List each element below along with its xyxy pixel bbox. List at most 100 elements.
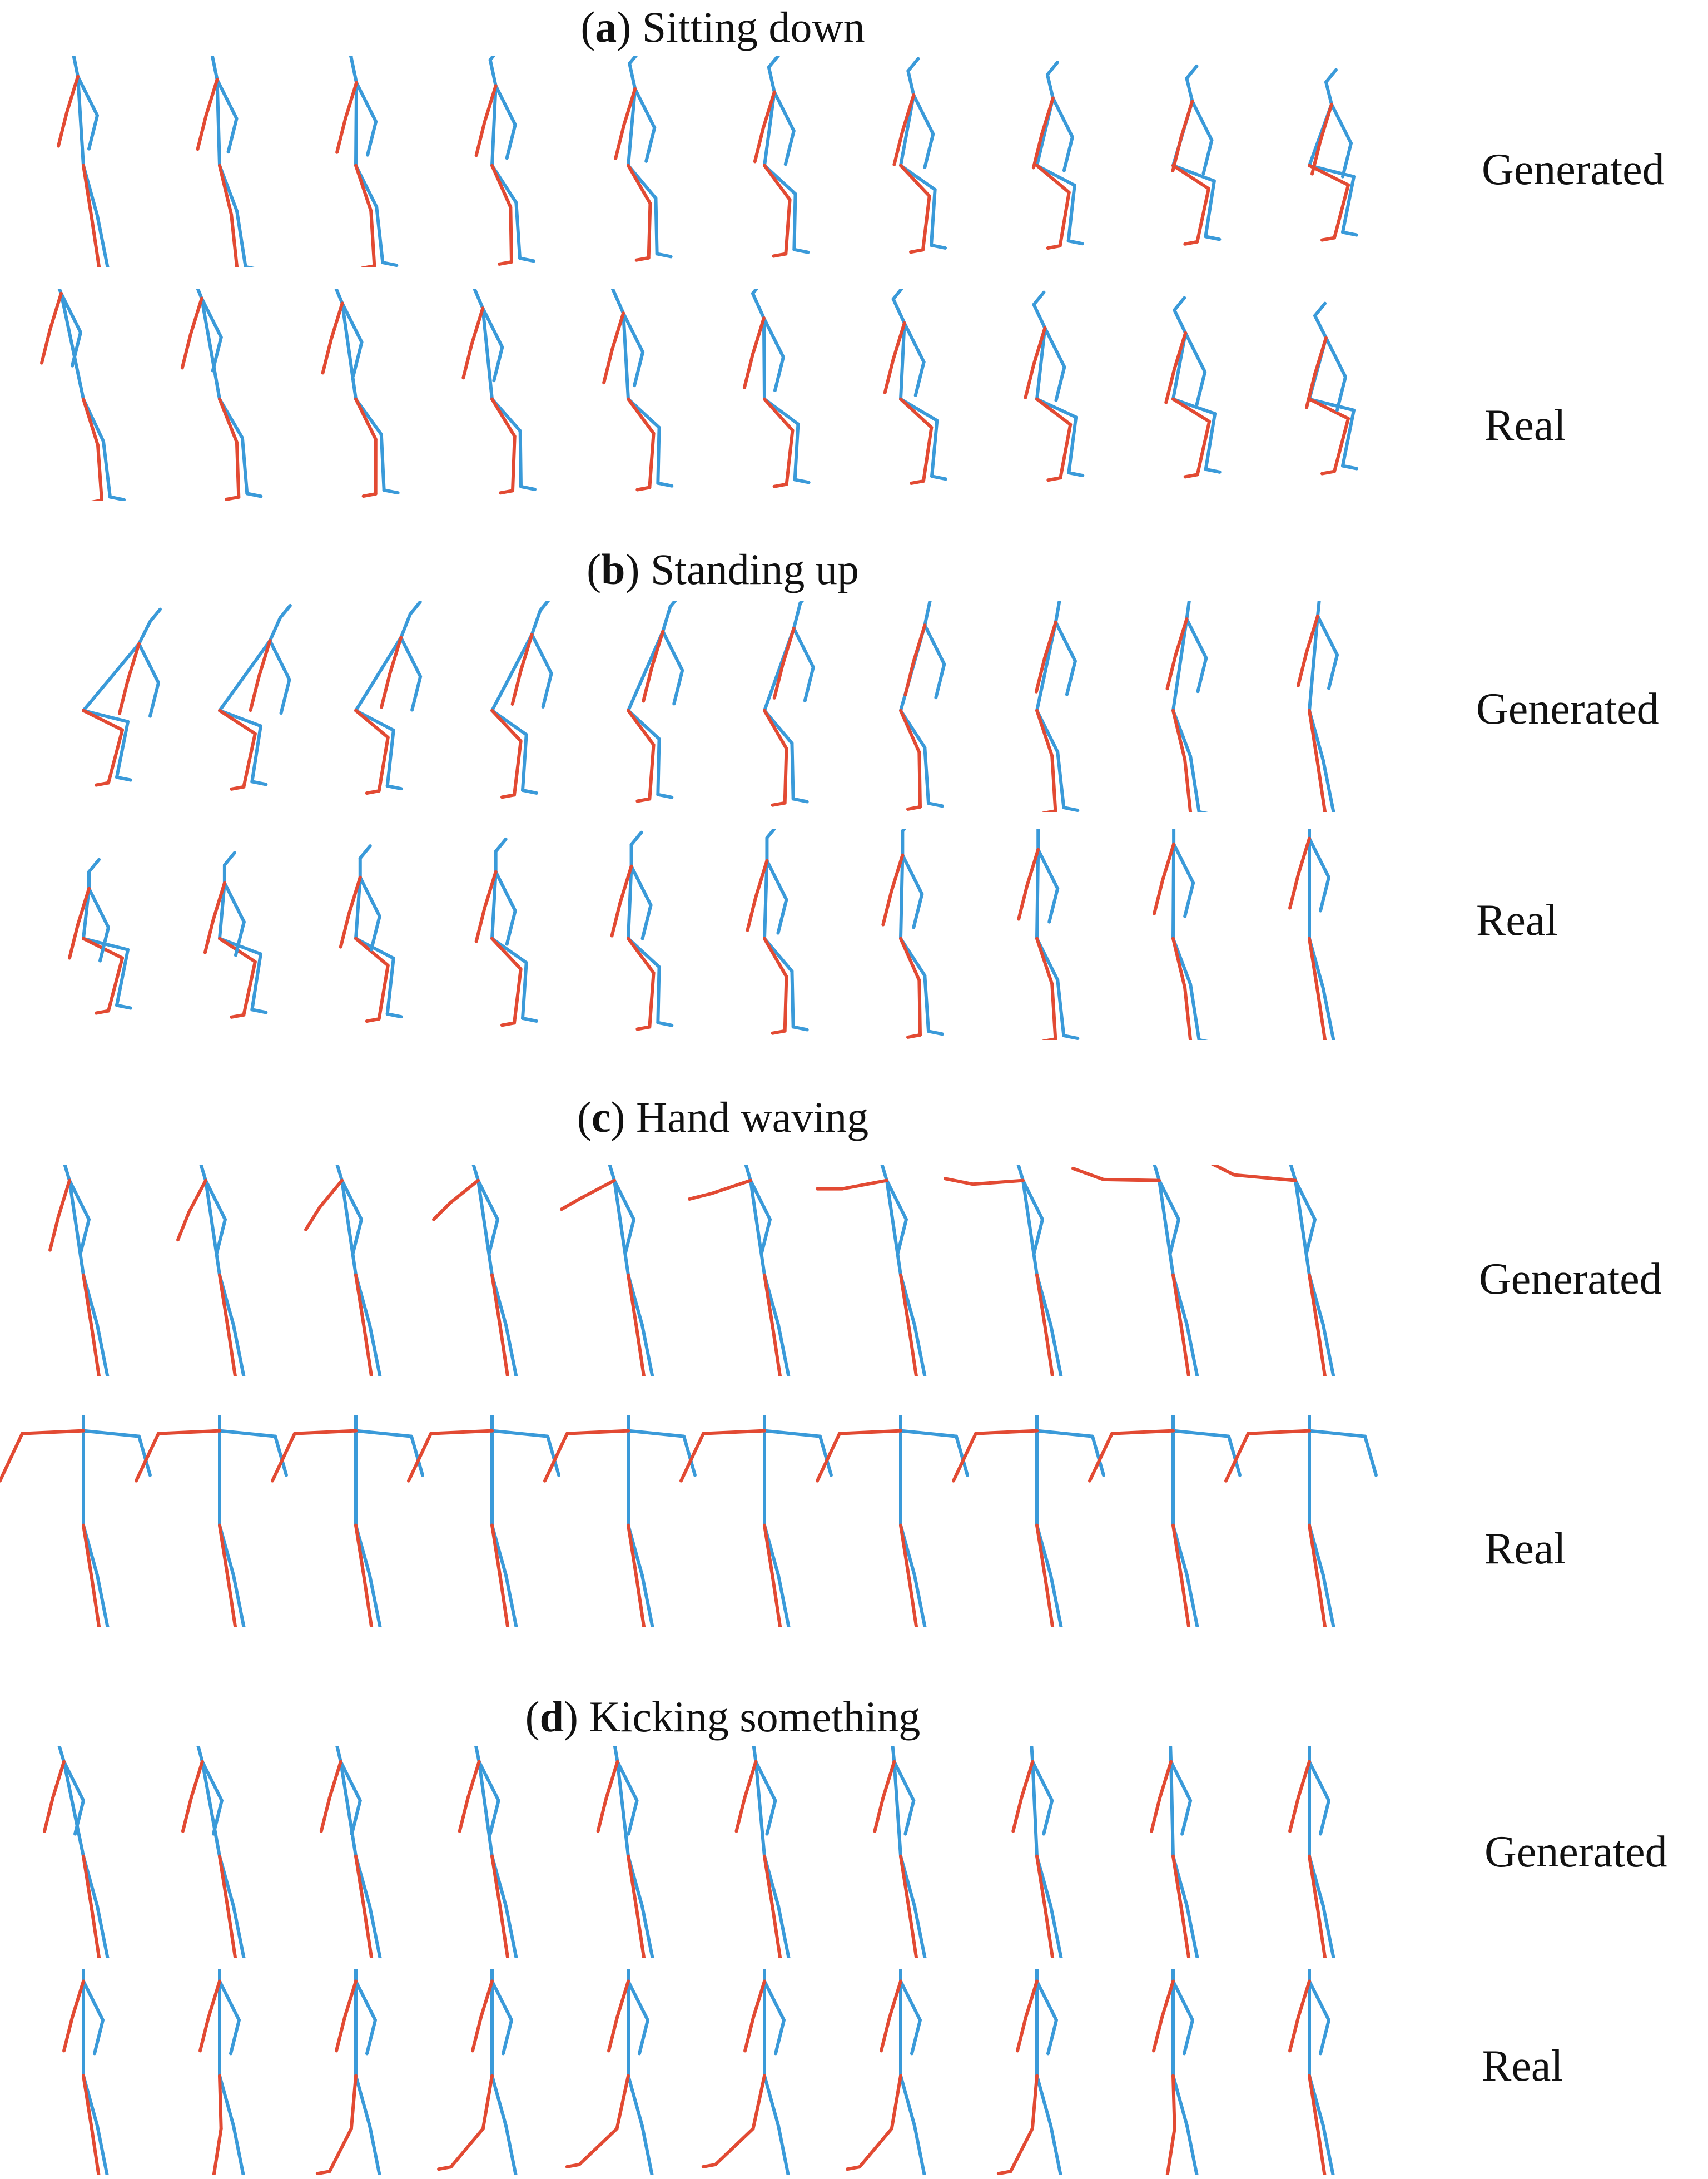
skeleton-bone [1046, 476, 1062, 482]
skeleton-bone [899, 1429, 958, 1438]
skeleton-bone [754, 1760, 766, 1858]
skeleton-bone [777, 1904, 791, 1958]
row-label-generated: Generated [1476, 685, 1659, 734]
skeleton-bone [87, 113, 99, 151]
skeleton-bone [1335, 375, 1347, 412]
skeleton-bone [1308, 1429, 1367, 1438]
skeleton-bone [354, 164, 373, 213]
skeleton-bone [229, 2018, 241, 2056]
skeleton-bone [901, 93, 916, 133]
skeleton-bone [771, 1576, 782, 1627]
skeleton-bone [510, 668, 523, 706]
skeleton-bone [615, 1979, 630, 2019]
skeleton-bone [921, 194, 931, 252]
skeleton-bone [1169, 1746, 1173, 1764]
skeleton-bone [579, 1178, 616, 1200]
skeleton-bone [917, 750, 922, 809]
skeleton-bone [382, 488, 400, 495]
skeleton-bone [763, 1979, 786, 2022]
skeleton-bone [781, 626, 796, 666]
skeleton-bone [1322, 1573, 1335, 1627]
skeleton-bone [479, 1979, 494, 2019]
skeleton-bone [408, 601, 422, 616]
skeleton-bone [483, 870, 498, 910]
skeleton-bone [358, 844, 372, 860]
skeleton-bone [913, 1904, 927, 1958]
skeleton-bone [1189, 754, 1201, 812]
skeleton-bone [1047, 887, 1060, 924]
skeleton-bone [577, 2127, 619, 2166]
skeleton-bone [488, 58, 498, 88]
skeleton-bone [1297, 1979, 1311, 2019]
skeleton-bone [98, 925, 110, 963]
skeleton-bone [917, 978, 922, 1037]
skeleton-bone [488, 1799, 500, 1836]
skeleton-bone [351, 1217, 363, 1255]
skeleton-bone [627, 937, 656, 975]
skeleton-bone [76, 75, 85, 167]
skeleton-bone [230, 785, 246, 791]
skeleton-bone [751, 316, 766, 356]
skeleton-bone [339, 1760, 358, 1858]
skeleton-bone [82, 1273, 93, 1330]
skeleton-frame [565, 1969, 654, 2175]
skeleton-bone [608, 1165, 616, 1182]
skeleton-bone [477, 1760, 500, 1802]
skeleton-bone [82, 1429, 141, 1438]
skeleton-bone [1319, 2018, 1330, 2056]
skeleton-bone [753, 126, 765, 164]
skeleton-bone [1071, 1166, 1105, 1181]
skeleton-bone [668, 601, 678, 608]
skeleton-bone [87, 858, 101, 874]
skeleton-bone [1211, 1165, 1236, 1177]
skeleton-bone [1308, 937, 1319, 993]
skeleton-bone [363, 1576, 374, 1627]
skeleton-bone [196, 1746, 204, 1764]
skeleton-bone [1184, 331, 1207, 374]
row-label-real: Real [1476, 896, 1558, 945]
skeleton-bone [1040, 96, 1055, 136]
skeleton-bone [1030, 2074, 1039, 2131]
skeleton-bone [1016, 1165, 1025, 1182]
skeleton-bone [505, 123, 517, 160]
skeleton-bone [793, 422, 800, 482]
skeleton-bone [215, 1217, 227, 1255]
skeleton-bone [1322, 759, 1335, 812]
skeleton-frame [883, 289, 947, 485]
skeleton-bone [1171, 164, 1210, 191]
skeleton-bone [490, 1429, 549, 1438]
skeleton-bone [1288, 873, 1300, 910]
skeleton-frame [892, 57, 947, 254]
skeleton-bone [481, 306, 504, 349]
skeleton-bone [483, 84, 498, 124]
skeleton-bone [971, 1178, 1025, 1186]
skeleton-bone [1297, 836, 1311, 876]
skeleton-bone [354, 1523, 366, 1580]
skeleton-bone [1183, 240, 1199, 246]
skeleton-bone [505, 909, 517, 946]
skeleton-bone [541, 671, 553, 709]
skeleton-row [0, 1415, 1378, 1627]
skeleton-bone [1044, 1576, 1055, 1627]
skeleton-bone [1308, 164, 1350, 187]
skeleton-bone [749, 1178, 772, 1221]
skeleton-bone [490, 2074, 508, 2128]
skeleton-bone [1172, 842, 1195, 885]
skeleton-bone [1050, 982, 1057, 1040]
skeleton-bone [1165, 2127, 1176, 2175]
skeleton-bone [96, 443, 103, 501]
skeleton-bone [218, 2074, 223, 2131]
skeleton-bone [1341, 175, 1356, 234]
skeleton-bone [490, 870, 498, 940]
skeleton-bone [354, 709, 390, 739]
skeleton-bone [71, 1979, 85, 2019]
skeleton-bone [1308, 836, 1330, 879]
section-title: (c) Hand waving [577, 1093, 869, 1141]
skeleton-bone [65, 75, 80, 115]
skeleton-bone [1185, 617, 1208, 660]
skeleton-bone [841, 1178, 888, 1191]
skeleton-bone [1319, 1799, 1330, 1836]
skeleton-bone [410, 675, 423, 712]
skeleton-frame [68, 858, 132, 1015]
skeleton-bone [1288, 2015, 1300, 2053]
